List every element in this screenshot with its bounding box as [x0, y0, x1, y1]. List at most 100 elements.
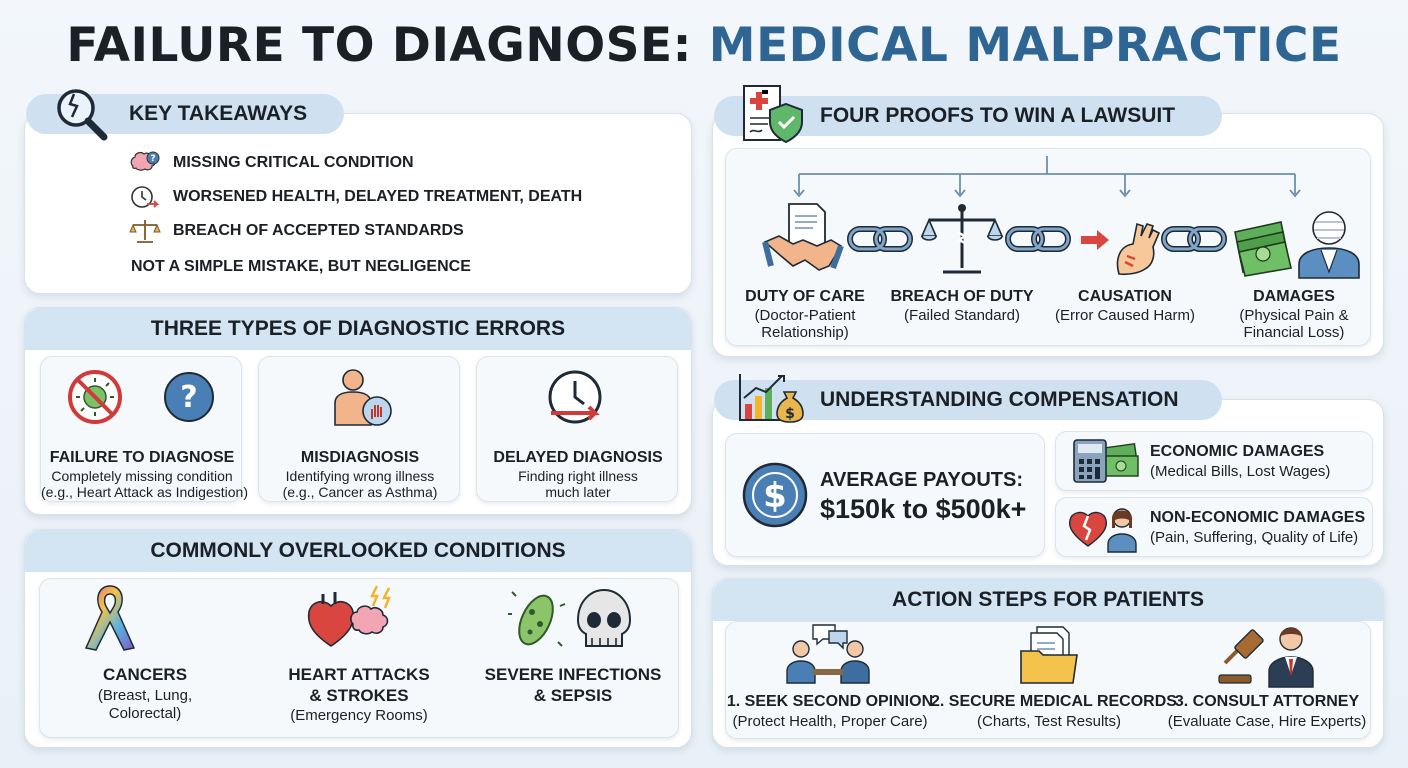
page-title: FAILURE TO DIAGNOSE: MEDICAL MALPRACTICE — [0, 18, 1408, 73]
medical-records-folder-icon — [1020, 626, 1078, 684]
key-takeaways-card: ? MISSING CRITICAL CONDITION WORSENED HE… — [24, 113, 692, 294]
arrow-injured-arm-icon — [1081, 222, 1161, 276]
action-step-sub: (Evaluate Case, Hire Experts) — [1167, 713, 1367, 730]
bacteria-skull-icon — [508, 588, 632, 647]
condition-title: CANCERS — [102, 665, 188, 684]
key-takeaways-heading-text: KEY TAKEAWAYS — [129, 102, 308, 125]
proof-sub: Relationship) — [761, 324, 849, 341]
proof-sub: (Physical Pain & — [1239, 307, 1349, 324]
svg-text:?: ? — [180, 380, 197, 415]
error-type-example: much later — [545, 484, 611, 500]
proof-sub: (Failed Standard) — [904, 307, 1020, 324]
condition-title-line-2: & STROKES — [309, 686, 409, 705]
dollar-coin-icon: $ — [742, 462, 808, 528]
average-payouts-panel: $ AVERAGE PAYOUTS: $150k to $500k+ — [725, 433, 1045, 557]
error-type-misdiagnosis: MISDIAGNOSIS Identifying wrong illness (… — [258, 356, 460, 502]
condition-sub: (Breast, Lung, — [97, 687, 193, 704]
proof-sub: (Doctor-Patient — [754, 307, 856, 324]
brain-question-icon: ? — [130, 151, 160, 171]
chain-link-icon — [1005, 226, 1071, 252]
heart-brain-icon — [307, 585, 391, 647]
gavel-attorney-icon — [1218, 627, 1314, 688]
handshake-document-icon — [762, 203, 844, 271]
proof-title: DAMAGES — [1253, 288, 1335, 305]
action-step-sub: (Charts, Test Results) — [977, 713, 1121, 730]
condition-title-line-2: & SEPSIS — [533, 686, 613, 705]
takeaway-text-1: MISSING CRITICAL CONDITION — [173, 154, 414, 171]
patient-hand-icon — [334, 369, 392, 426]
svg-text:?: ? — [150, 154, 155, 164]
noneconomic-damages-panel: NON-ECONOMIC DAMAGES (Pain, Suffering, Q… — [1055, 497, 1373, 557]
growth-chart-money-bag-icon: $ — [739, 374, 804, 423]
takeaway-item-3: BREACH OF ACCEPTED STANDARDS — [129, 218, 464, 244]
error-type-example: (e.g., Heart Attack as Indigestion) — [41, 484, 248, 500]
proof-sub: Financial Loss) — [1243, 324, 1345, 341]
proof-title: BREACH OF DUTY — [890, 288, 1034, 305]
consultation-people-icon — [786, 624, 870, 684]
clock-delay-icon — [548, 370, 602, 424]
condition-title: SEVERE INFECTIONS — [484, 665, 662, 684]
noneconomic-damages-title: NON-ECONOMIC DAMAGES — [1150, 509, 1366, 526]
question-mark-icon: ? — [164, 372, 214, 422]
takeaway-item-1: ? MISSING CRITICAL CONDITION — [129, 150, 414, 176]
action-steps-card: ACTION STEPS FOR PATIENTS 1. SEEK SECOND… — [712, 578, 1384, 748]
title-part-2: MEDICAL MALPRACTICE — [708, 18, 1342, 73]
compensation-card: $ AVERAGE PAYOUTS: $150k to $500k+ ECONO… — [712, 399, 1384, 566]
compensation-heading: UNDERSTANDING COMPENSATION — [714, 380, 1222, 420]
broken-scales-icon — [920, 204, 1004, 274]
proof-title: CAUSATION — [1078, 288, 1172, 305]
takeaway-text-3: BREACH OF ACCEPTED STANDARDS — [173, 222, 464, 239]
takeaway-footer: NOT A SIMPLE MISTAKE, BUT NEGLIGENCE — [131, 258, 471, 275]
overlooked-conditions-panel — [39, 578, 679, 738]
error-type-delayed: DELAYED DIAGNOSIS Finding right illness … — [476, 356, 678, 502]
scales-icon — [129, 220, 161, 243]
economic-damages-title: ECONOMIC DAMAGES — [1150, 443, 1325, 460]
average-payouts-value: $150k to $500k+ — [820, 494, 1027, 524]
money-bandaged-patient-icon — [1234, 211, 1360, 279]
average-payouts-label: AVERAGE PAYOUTS: — [820, 469, 1023, 491]
takeaway-text-2: WORSENED HEALTH, DELAYED TREATMENT, DEAT… — [173, 188, 583, 205]
condition-sub: Colorectal) — [108, 705, 182, 722]
calculator-money-icon — [1073, 439, 1139, 483]
four-proofs-heading-text: FOUR PROOFS TO WIN A LAWSUIT — [820, 104, 1176, 127]
svg-text:$: $ — [763, 476, 787, 516]
action-step-title: 1. SEEK SECOND OPINION — [726, 693, 934, 710]
error-type-desc: Finding right illness — [518, 468, 638, 484]
action-step-title: 2. SECURE MEDICAL RECORDS — [931, 693, 1177, 710]
economic-damages-panel: ECONOMIC DAMAGES (Medical Bills, Lost Wa… — [1055, 431, 1373, 491]
proof-sub: (Error Caused Harm) — [1054, 307, 1196, 324]
noneconomic-damages-sub: (Pain, Suffering, Quality of Life) — [1150, 529, 1359, 546]
compensation-heading-text: UNDERSTANDING COMPENSATION — [820, 388, 1179, 411]
proof-title: DUTY OF CARE — [745, 288, 865, 305]
takeaway-item-2: WORSENED HEALTH, DELAYED TREATMENT, DEAT… — [129, 184, 582, 210]
overlooked-conditions-heading: COMMONLY OVERLOOKED CONDITIONS — [25, 530, 691, 572]
action-step-sub: (Protect Health, Proper Care) — [732, 713, 928, 730]
no-virus-icon — [68, 370, 122, 424]
error-type-failure: ? FAILURE TO DIAGNOSE Completely missing… — [40, 356, 248, 502]
error-type-title: FAILURE TO DIAGNOSE — [49, 449, 235, 466]
diagnostic-errors-heading: THREE TYPES OF DIAGNOSTIC ERRORS — [25, 308, 691, 350]
medical-document-shield-icon — [743, 85, 803, 144]
svg-text:$: $ — [785, 406, 795, 422]
condition-sub: (Emergency Rooms) — [290, 707, 428, 724]
clock-arrow-icon — [131, 186, 160, 208]
chain-link-icon — [847, 226, 913, 252]
awareness-ribbon-icon — [84, 585, 136, 651]
four-proofs-card: DUTY OF CARE (Doctor-Patient Relationshi… — [712, 113, 1384, 357]
action-steps-heading: ACTION STEPS FOR PATIENTS — [713, 579, 1383, 621]
title-part-1: FAILURE TO DIAGNOSE: — [66, 18, 692, 73]
error-type-example: (e.g., Cancer as Asthma) — [282, 484, 438, 500]
action-step-title: 3. CONSULT ATTORNEY — [1174, 693, 1360, 710]
broken-heart-person-icon — [1068, 508, 1137, 553]
diagnostic-errors-card: THREE TYPES OF DIAGNOSTIC ERRORS ? FAILU… — [24, 307, 692, 515]
magnifier-broken-icon — [57, 89, 108, 141]
overlooked-conditions-card: COMMONLY OVERLOOKED CONDITIONS CANCERS (… — [24, 529, 692, 748]
error-type-title: DELAYED DIAGNOSIS — [493, 449, 663, 466]
error-type-desc: Identifying wrong illness — [285, 468, 435, 484]
error-type-title: MISDIAGNOSIS — [300, 449, 420, 466]
condition-title: HEART ATTACKS — [288, 665, 430, 684]
economic-damages-sub: (Medical Bills, Lost Wages) — [1150, 463, 1331, 480]
chain-link-icon — [1161, 226, 1227, 252]
error-type-desc: Completely missing condition — [51, 468, 233, 484]
proof-connector-lines — [793, 156, 1301, 198]
